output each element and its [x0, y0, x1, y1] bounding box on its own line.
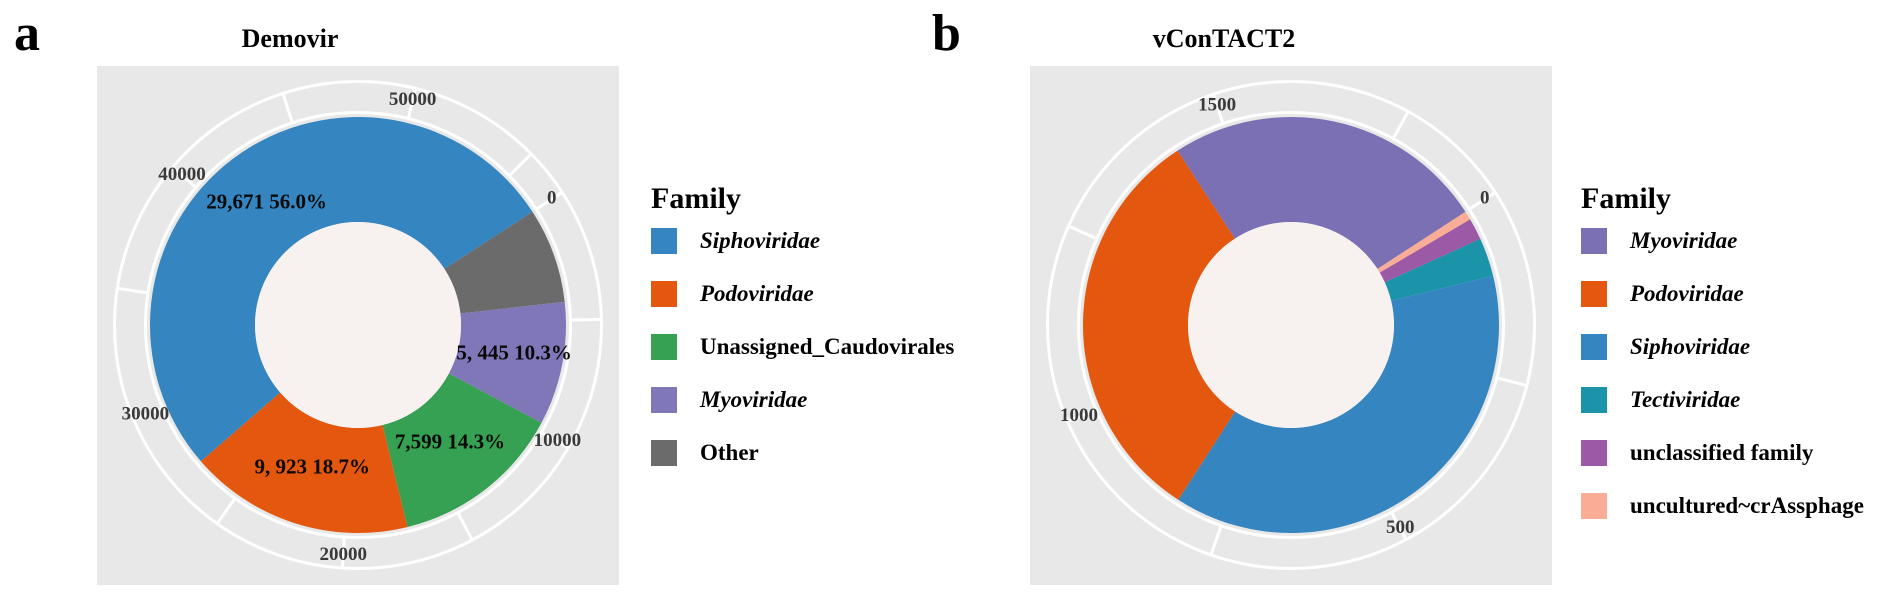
axis-tick-line: [456, 511, 474, 541]
slice-value-label: 7,599 14.3%: [395, 429, 505, 453]
axis-tick-line: [1211, 93, 1225, 125]
legend-color-swatch: [1581, 440, 1607, 466]
donut-chart-vcontact2: 0 500 1000 1500: [1046, 80, 1536, 570]
legend-item: Other: [651, 440, 954, 466]
legend-color-swatch: [1581, 493, 1607, 519]
axis-tick-line: [1209, 525, 1223, 556]
axis-tick-label: 40000: [158, 164, 206, 185]
axis-tick-label: 20000: [319, 544, 367, 565]
legend-item-label: Podoviridae: [700, 281, 814, 306]
axis-tick-label: 30000: [122, 404, 170, 425]
axis-tick-line: [340, 536, 346, 569]
legend-item: Podoviridae: [651, 281, 954, 307]
chart-title-demovir: Demovir: [241, 24, 339, 53]
axis-tick-label: 0: [1480, 188, 1490, 209]
legend-item: unclassified family: [1581, 440, 1864, 466]
legend-item: Tectiviridae: [1581, 387, 1864, 413]
axis-tick-line: [117, 286, 149, 295]
legend-item-label: Siphoviridae: [1630, 334, 1751, 359]
legend-color-swatch: [651, 281, 677, 307]
axis-tick-line: [1391, 110, 1410, 140]
legend-color-swatch: [651, 334, 677, 360]
donut-slice-myoviridae: [448, 301, 566, 423]
donut-slice-podoviridae: [200, 392, 408, 533]
donut-slice-other: [444, 211, 565, 314]
axis-ring-outer-circle: [113, 80, 603, 570]
legend-item-label: Tectiviridae: [1630, 387, 1741, 412]
donut-slice-myoviridae: [1177, 116, 1466, 269]
axis-tick-line: [171, 166, 198, 189]
donut-slice-unclassified-family: [1379, 219, 1481, 283]
axis-tick-label: 500: [1386, 517, 1415, 538]
donut-slice-tectiviridae: [1384, 238, 1494, 301]
axis-tick-line: [133, 406, 163, 422]
axis-tick-line: [1066, 408, 1097, 424]
legend-item: Unassigned_Caudovirales: [651, 334, 954, 360]
legend-item-label: Myoviridae: [700, 387, 808, 412]
axis-ring-inner-circle: [1077, 111, 1505, 539]
legend-item: uncultured~crAssphage: [1581, 493, 1864, 519]
slice-value-label: 9, 923 18.7%: [254, 455, 370, 479]
legend-item: Podoviridae: [1581, 281, 1864, 307]
legend-item: Siphoviridae: [651, 228, 954, 254]
slice-value-label: 5, 445 10.3%: [456, 341, 572, 365]
axis-tick-label: 1000: [1060, 405, 1098, 426]
legend-item: Myoviridae: [651, 387, 954, 413]
donut-slice-podoviridae: [1083, 150, 1236, 500]
legend-item-label: Unassigned_Caudovirales: [700, 334, 955, 359]
axis-tick-line: [508, 152, 533, 177]
axis-tick-line: [406, 88, 418, 119]
plot-panel-a: 0 10000 20000 30000 40000 50000 5, 445 10.3% 7,…: [97, 66, 619, 585]
legend-item-label: uncultured~crAssphage: [1630, 493, 1864, 518]
legend-item-label: Podoviridae: [1630, 281, 1744, 306]
axis-tick-line: [215, 497, 237, 525]
donut-slice-siphoviridae: [1178, 275, 1499, 534]
plot-panel-b: 0 500 1000 1500: [1030, 66, 1552, 585]
panel-letter-a: a: [14, 5, 40, 62]
legend-item-label: Myoviridae: [1630, 228, 1738, 253]
chart-title-vcontact2: vConTACT2: [1152, 24, 1296, 53]
donut-hole: [255, 222, 461, 428]
axis-tick-label: 1500: [1198, 94, 1236, 115]
legend-color-swatch: [651, 228, 677, 254]
axis-tick-line: [540, 431, 569, 450]
legend-item-label: unclassified family: [1630, 440, 1814, 465]
donut-slice-unassigned-caudovirales: [382, 373, 542, 528]
axis-tick-line: [570, 317, 602, 322]
axis-tick-line: [535, 191, 564, 211]
axis-tick-line: [1496, 376, 1528, 387]
legend-item: Siphoviridae: [1581, 334, 1864, 360]
donut-chart-demovir: 0 10000 20000 30000 40000 50000 5, 445 10.3% 7,…: [113, 80, 603, 570]
axis-tick-line: [1468, 191, 1497, 211]
axis-ring-outer-circle: [1046, 80, 1536, 570]
axis-tick-label: 50000: [389, 89, 437, 110]
donut-hole: [1188, 222, 1394, 428]
legend-color-swatch: [1581, 281, 1607, 307]
legend-title: Family: [1581, 182, 1671, 215]
slice-value-label: 29,671 56.0%: [206, 189, 327, 213]
axis-tick-label: 10000: [534, 430, 582, 451]
axis-tick-line: [281, 92, 294, 124]
legend-item-label: Other: [700, 440, 759, 465]
donut-slice-uncultured-crassphage: [1377, 211, 1471, 273]
axis-tick-line: [1067, 224, 1098, 241]
axis-tick-line: [1390, 511, 1408, 541]
legend-item: Myoviridae: [1581, 228, 1864, 254]
axis-ring-inner-circle: [144, 111, 572, 539]
donut-slice-siphoviridae: [150, 117, 533, 462]
axis-tick-label: 0: [547, 188, 557, 209]
legend-color-swatch: [1581, 334, 1607, 360]
panel-letter-b: b: [932, 5, 961, 62]
legend-color-swatch: [1581, 228, 1607, 254]
legend-item-label: Siphoviridae: [700, 228, 821, 253]
legend-color-swatch: [651, 387, 677, 413]
legend-title: Family: [651, 182, 741, 215]
legend-color-swatch: [1581, 387, 1607, 413]
legend-color-swatch: [651, 440, 677, 466]
